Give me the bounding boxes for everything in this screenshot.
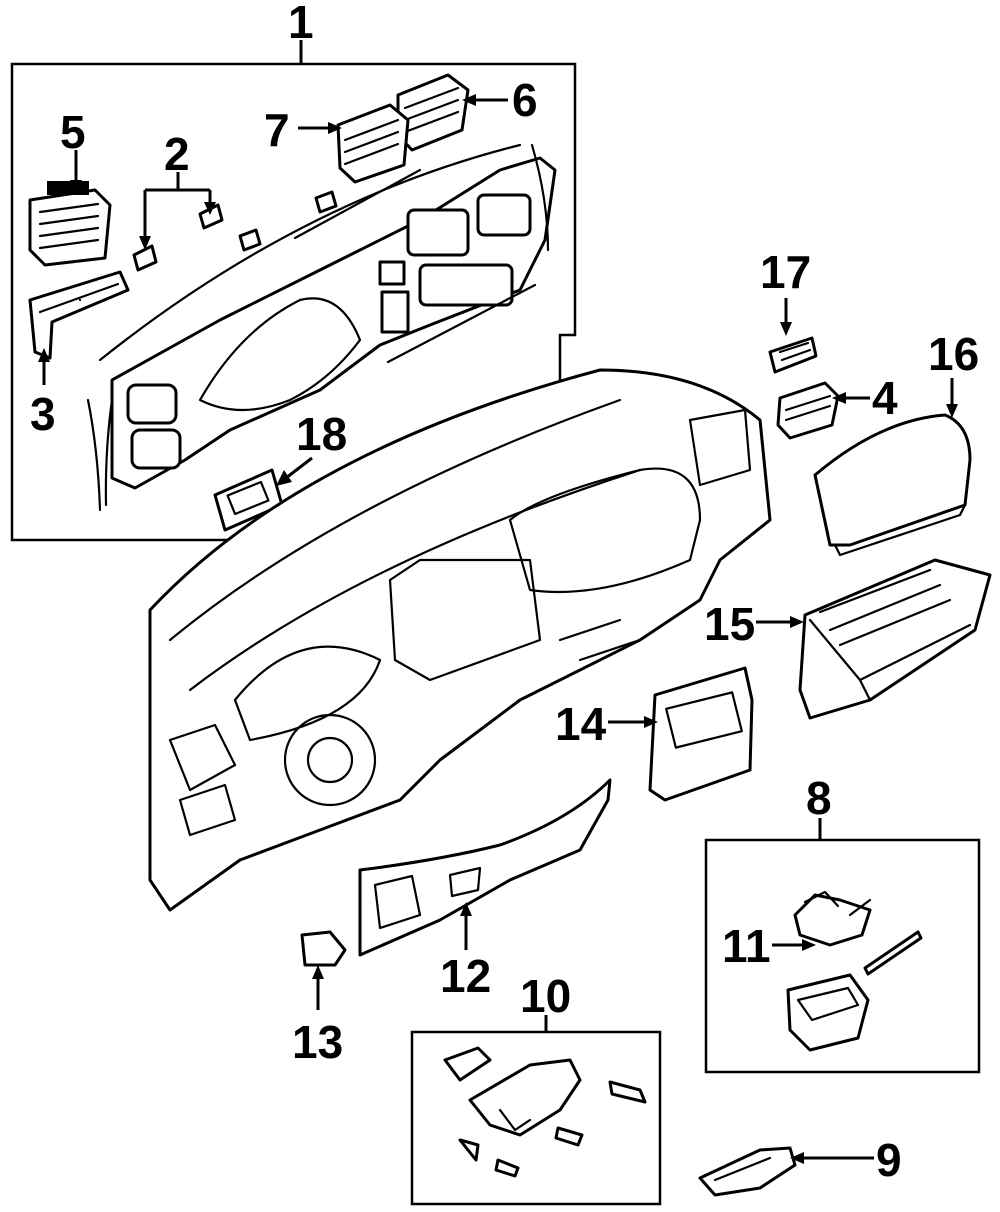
- callout-16: 16: [928, 328, 979, 380]
- air-vent-5: [28, 181, 112, 267]
- defroster-grille-17: [768, 336, 818, 374]
- callout-2: 2: [164, 128, 190, 180]
- callout-14: 14: [555, 698, 607, 750]
- callout-13: 13: [292, 1016, 343, 1068]
- bracket-set-10: [443, 1046, 647, 1178]
- air-vent-4: [776, 381, 840, 440]
- callout-3: 3: [30, 388, 56, 440]
- bracket-9: [698, 1146, 797, 1197]
- group-box-1: [10, 62, 577, 542]
- callout-7: 7: [264, 104, 290, 156]
- callout-1: 1: [288, 0, 314, 48]
- callout-10: 10: [520, 970, 571, 1022]
- glove-box-15: [798, 558, 992, 720]
- cover-cap-13: [300, 930, 347, 967]
- group-box-10: [410, 1030, 662, 1206]
- trim-strip-left: [86, 398, 102, 512]
- leader-lines: [38, 94, 958, 1164]
- panel-cover-16: [813, 413, 972, 557]
- cup-holder-8-component: [786, 973, 870, 1052]
- callout-12: 12: [440, 950, 491, 1002]
- air-vent-7: [336, 103, 410, 184]
- callout-11: 11: [722, 920, 771, 972]
- callout-8: 8: [806, 772, 832, 824]
- bracket-3: [28, 270, 130, 360]
- air-vent-6: [396, 73, 470, 152]
- bracket-11: [793, 890, 872, 947]
- center-bezel-14: [648, 666, 754, 802]
- callout-6: 6: [512, 74, 538, 126]
- callout-17: 17: [760, 246, 811, 298]
- clips-2: [132, 190, 338, 272]
- dashboard-assembly: [148, 368, 772, 912]
- knee-panel-12: [358, 778, 612, 957]
- callout-15: 15: [704, 598, 755, 650]
- callout-9: 9: [876, 1134, 902, 1186]
- callout-18: 18: [296, 408, 347, 460]
- callout-5: 5: [60, 106, 86, 158]
- group-box-8: [704, 838, 981, 1074]
- callout-4: 4: [872, 372, 898, 424]
- cluster-bezel-1: [78, 143, 557, 507]
- strip-8-component: [863, 930, 923, 976]
